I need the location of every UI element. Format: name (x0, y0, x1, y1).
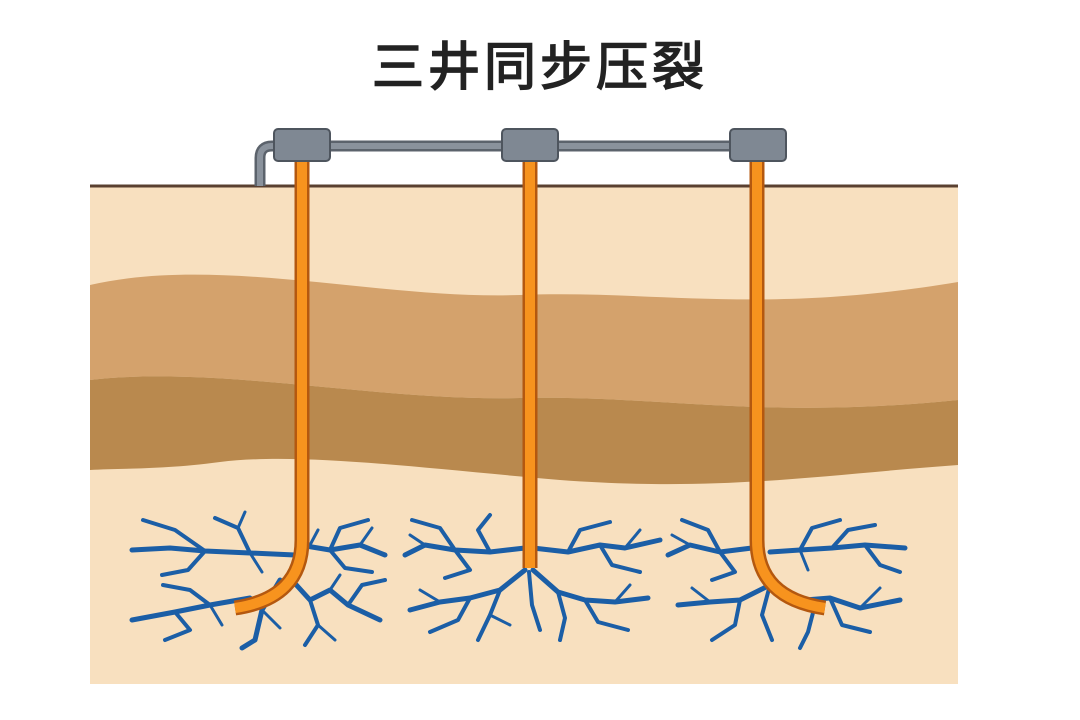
diagram-title: 三井同步压裂 (371, 38, 708, 98)
wellheads (273, 128, 787, 162)
wellhead-right (729, 128, 787, 162)
wellhead-left (273, 128, 331, 162)
fractures-left-well (129, 510, 388, 651)
wellbores (233, 160, 827, 616)
manifold-pipes (254, 140, 740, 186)
fractures-right-well (665, 518, 908, 650)
wellhead-center (501, 128, 559, 162)
fractures-center-well (402, 513, 663, 642)
fractures (129, 510, 908, 651)
